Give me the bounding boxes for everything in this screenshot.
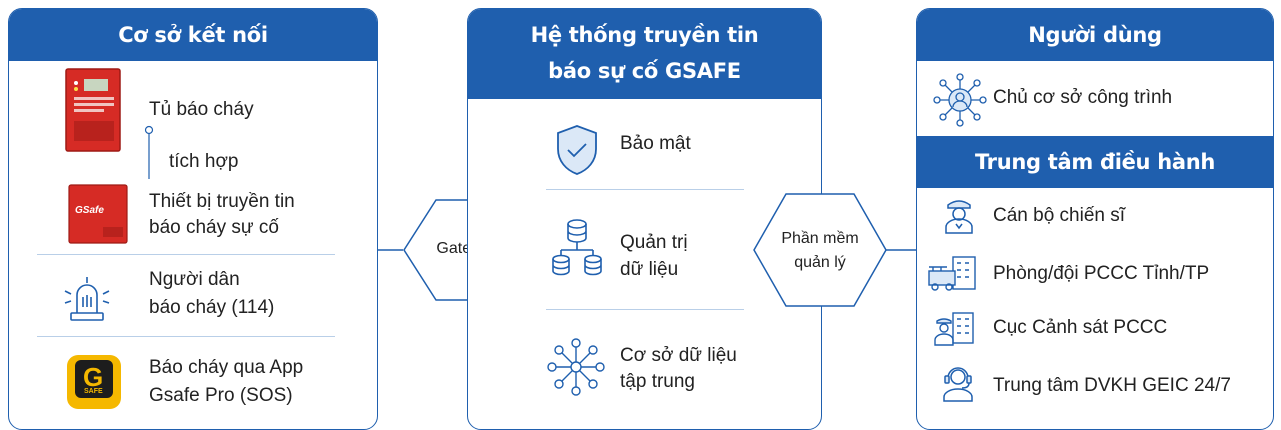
divider	[546, 189, 744, 190]
officer-label: Cán bộ chiến sĩ	[993, 205, 1126, 226]
database-management-icon	[550, 217, 604, 277]
central-db-label-line2: tập trung	[620, 371, 695, 392]
citizen-label-line2: báo cháy (114)	[149, 297, 275, 318]
call-center-label: Trung tâm DVKH GEIC 24/7	[993, 375, 1231, 396]
network-hub-icon	[546, 337, 606, 397]
data-management-label-line1: Quản trị	[620, 232, 688, 253]
fire-panel-label: Tủ báo cháy	[149, 99, 254, 120]
app-label-line2: Gsafe Pro (SOS)	[149, 385, 293, 406]
gsafe-device-brand: GSafe	[75, 205, 104, 216]
divider	[546, 309, 744, 310]
panel-title-line1: Hệ thống truyền tin	[530, 23, 759, 47]
call-center-icon	[941, 363, 975, 403]
security-shield-icon	[554, 123, 600, 177]
fire-station-label: Phòng/đội PCCC Tỉnh/TP	[993, 263, 1210, 284]
panel-title-line2: báo sự cố GSAFE	[548, 59, 741, 83]
integrated-label: tích hợp	[169, 151, 239, 172]
management-software-hexagon: Phần mềm quản lý	[752, 192, 888, 313]
panel-title: Cơ sở kết nối	[9, 9, 377, 61]
gsafe-transmitter-icon	[67, 183, 129, 245]
divider	[37, 336, 335, 337]
timeline-connector	[144, 125, 154, 179]
panel-title: Hệ thống truyền tin báo sự cố GSAFE	[468, 9, 821, 99]
gsafe-system-panel: Hệ thống truyền tin báo sự cố GSAFE Bảo …	[467, 8, 822, 430]
gsafe-app-icon: G SAFE	[67, 355, 121, 409]
divider	[37, 254, 335, 255]
transmitter-label-line2: báo cháy sự cố	[149, 217, 279, 238]
operations-center-title: Trung tâm điều hành	[917, 136, 1273, 188]
fire-station-icon	[927, 253, 979, 293]
data-management-label-line2: dữ liệu	[620, 259, 679, 280]
security-label: Bảo mật	[620, 133, 691, 154]
software-label-line2: quản lý	[794, 254, 846, 271]
citizen-label-line1: Người dân	[149, 269, 240, 290]
connected-facilities-panel: Cơ sở kết nối Tủ báo cháy tích hợp GSafe…	[8, 8, 378, 430]
police-building-icon	[933, 307, 977, 347]
users-title: Người dùng	[917, 9, 1273, 61]
fire-alarm-cabinet-icon	[64, 65, 124, 155]
owner-label: Chủ cơ sở công trình	[993, 87, 1173, 108]
officer-icon	[943, 195, 975, 235]
owner-network-icon	[933, 73, 987, 127]
central-db-label-line1: Cơ sở dữ liệu	[620, 345, 737, 366]
app-label-line1: Báo cháy qua App	[149, 357, 304, 378]
software-label-line1: Phần mềm	[781, 230, 859, 247]
police-department-label: Cục Cảnh sát PCCC	[993, 317, 1168, 338]
alarm-siren-icon	[61, 273, 113, 325]
users-panel: Người dùng Chủ cơ sở công trình Trung tâ…	[916, 8, 1274, 430]
transmitter-label-line1: Thiết bị truyền tin	[149, 191, 295, 212]
